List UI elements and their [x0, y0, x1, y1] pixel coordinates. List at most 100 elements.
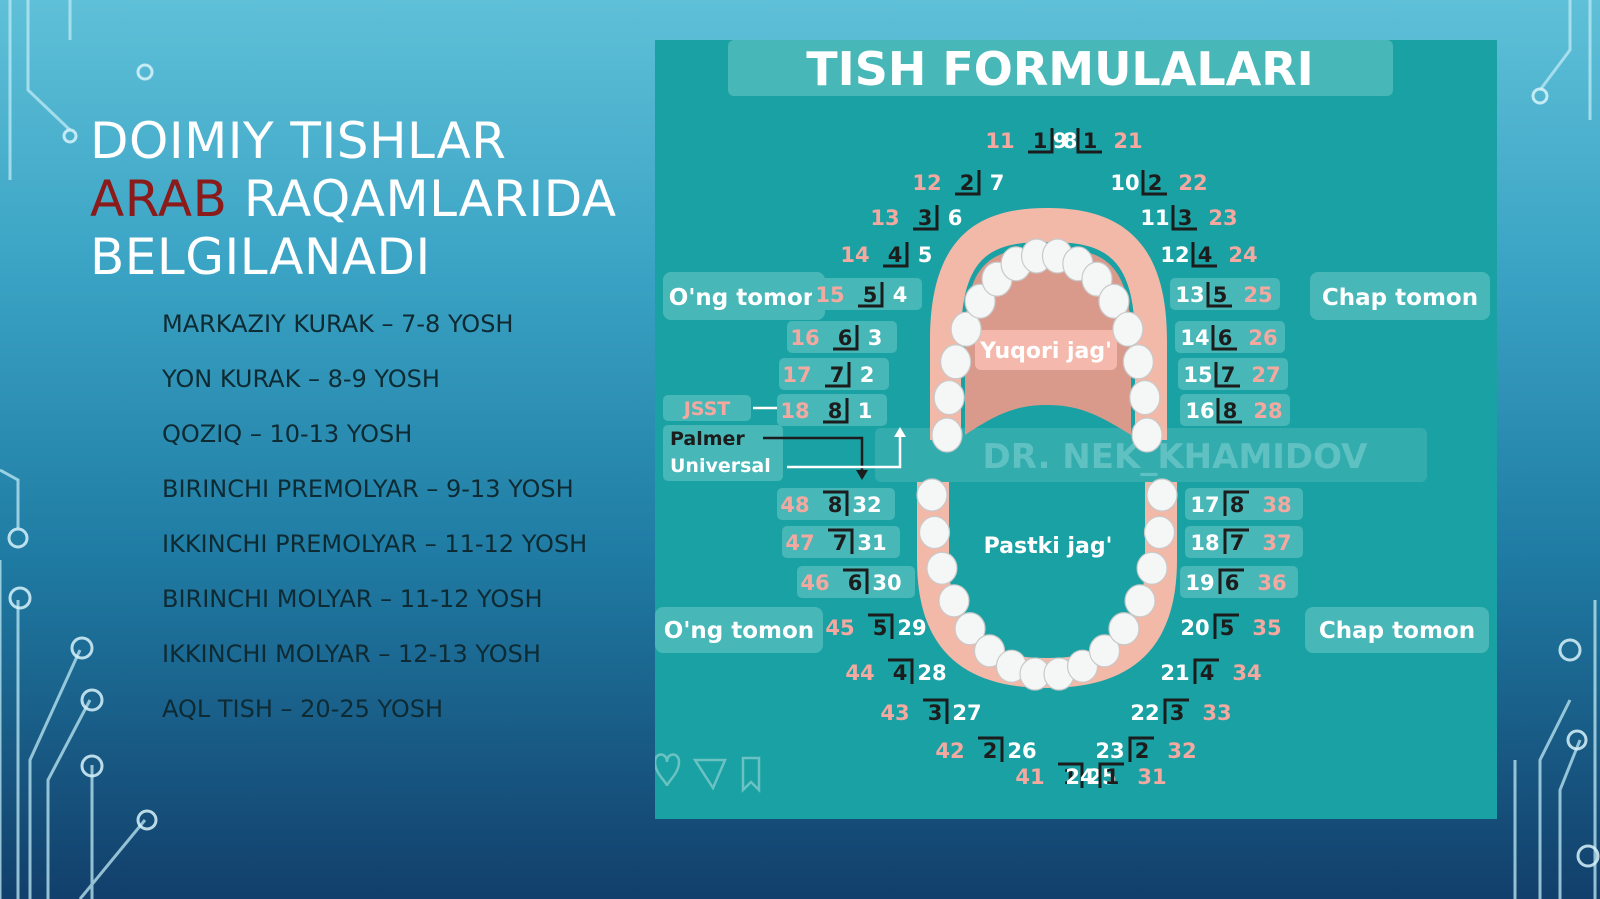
lower-tooth	[926, 551, 958, 585]
palmer-number: 7	[830, 363, 845, 387]
palmer-bracket	[1223, 490, 1249, 516]
lower-tooth	[1108, 612, 1140, 646]
palmer-number: 2	[960, 171, 975, 195]
universal-number: 6	[948, 206, 963, 230]
jsst-number: 16	[790, 326, 819, 350]
send-icon	[692, 758, 727, 791]
lower-tooth	[1088, 634, 1121, 668]
jsst-number: 27	[1251, 363, 1280, 387]
number-box	[1175, 321, 1285, 353]
number-box	[1180, 394, 1290, 426]
jsst-number: 21	[1113, 129, 1142, 153]
palmer-number: 8	[828, 399, 843, 423]
list-item: QOZIQ – 10-13 YOSH	[162, 420, 413, 448]
palmer-arrow	[763, 436, 864, 472]
jsst-number: 14	[840, 243, 869, 267]
title-part-2: RAQAMLARIDA BELGILANADI	[90, 170, 617, 286]
palmer-bracket	[828, 528, 854, 554]
palmer-number: 4	[1200, 661, 1215, 685]
universal-number: 9	[1053, 129, 1068, 153]
jsst-box	[663, 395, 751, 421]
palmer-number: 7	[833, 531, 848, 555]
lower-tooth	[954, 612, 986, 646]
palmer-bracket	[1141, 170, 1167, 196]
palmer-bracket	[843, 568, 869, 594]
number-box	[812, 278, 922, 310]
number-box	[1180, 566, 1298, 598]
jsst-number: 48	[780, 493, 809, 517]
palmer-bracket	[913, 205, 939, 231]
number-box	[1185, 488, 1303, 520]
list-item: BIRINCHI MOLYAR – 11-12 YOSH	[162, 585, 543, 613]
palmer-bracket	[1206, 282, 1232, 308]
universal-number: 22	[1130, 701, 1159, 725]
palmer-bracket	[825, 362, 851, 388]
number-box	[1170, 278, 1280, 310]
jsst-number: 28	[1253, 399, 1282, 423]
palmer-number: 2	[983, 739, 998, 763]
upper-tooth	[933, 379, 965, 416]
palmer-bracket	[955, 170, 981, 196]
palmer-bracket	[1163, 698, 1189, 724]
jsst-number: 22	[1178, 171, 1207, 195]
universal-number: 1	[858, 399, 873, 423]
palmer-label: Palmer	[670, 428, 745, 450]
universal-number: 12	[1160, 243, 1189, 267]
upper-tooth	[1129, 379, 1161, 416]
number-box	[779, 358, 889, 390]
list-item: IKKINCHI MOLYAR – 12-13 YOSH	[162, 640, 541, 668]
universal-number: 11	[1140, 206, 1169, 230]
upper-jaw-label: Yuqori jag'	[979, 339, 1112, 364]
palmer-bracket	[1098, 762, 1124, 788]
palmer-bracket	[1058, 762, 1084, 788]
palmer-number: 3	[928, 701, 943, 725]
jsst-number: 36	[1257, 571, 1286, 595]
jsst-number: 44	[845, 661, 874, 685]
jsst-number: 42	[935, 739, 964, 763]
palmer-number: 3	[918, 206, 933, 230]
watermark-band	[875, 428, 1427, 482]
universal-number: 4	[893, 283, 908, 307]
palmer-number: 8	[1230, 493, 1245, 517]
universal-number: 26	[1007, 739, 1036, 763]
number-box	[777, 394, 887, 426]
palmer-number: 6	[848, 571, 863, 595]
palmer-number: 6	[838, 326, 853, 350]
lower-tooth	[1143, 515, 1176, 550]
palmer-number: 4	[1198, 243, 1213, 267]
upper-tooth	[1122, 344, 1154, 380]
left-side-upper-label: Chap tomon	[1322, 285, 1478, 311]
bookmark-icon	[741, 756, 761, 794]
palmer-bracket	[868, 613, 894, 639]
jsst-number: 31	[1137, 765, 1166, 789]
upper-tooth	[1131, 417, 1163, 453]
lower-tooth	[1136, 551, 1168, 585]
universal-number: 2	[860, 363, 875, 387]
palmer-number: 5	[1220, 616, 1235, 640]
list-item: IKKINCHI PREMOLYAR – 11-12 YOSH	[162, 530, 588, 558]
universal-number: 19	[1185, 571, 1214, 595]
heading-box	[728, 40, 1393, 96]
circuit-decoration-left	[0, 0, 158, 899]
palmer-bracket	[923, 698, 949, 724]
palmer-number: 2	[1135, 739, 1150, 763]
jsst-number: 25	[1243, 283, 1272, 307]
palmer-number: 1	[1105, 765, 1120, 789]
list-item: BIRINCHI PREMOLYAR – 9-13 YOSH	[162, 475, 574, 503]
right-side-lower-label: O'ng tomon	[664, 618, 814, 644]
number-box	[777, 488, 895, 520]
jsst-label: JSST	[682, 398, 731, 420]
jsst-number: 38	[1262, 493, 1291, 517]
universal-number: 30	[872, 571, 901, 595]
universal-number: 31	[857, 531, 886, 555]
palmer-bracket	[888, 658, 914, 684]
upper-gum	[930, 208, 1167, 440]
jsst-number: 35	[1252, 616, 1281, 640]
palmer-bracket	[1193, 658, 1219, 684]
universal-number: 25	[1087, 765, 1116, 789]
jsst-number: 34	[1232, 661, 1261, 685]
palmer-number: 5	[873, 616, 888, 640]
watermark-text: DR. NEK_KHAMIDOV	[983, 437, 1369, 477]
palmer-universal-box	[663, 425, 783, 481]
palmer-bracket	[1218, 568, 1244, 594]
